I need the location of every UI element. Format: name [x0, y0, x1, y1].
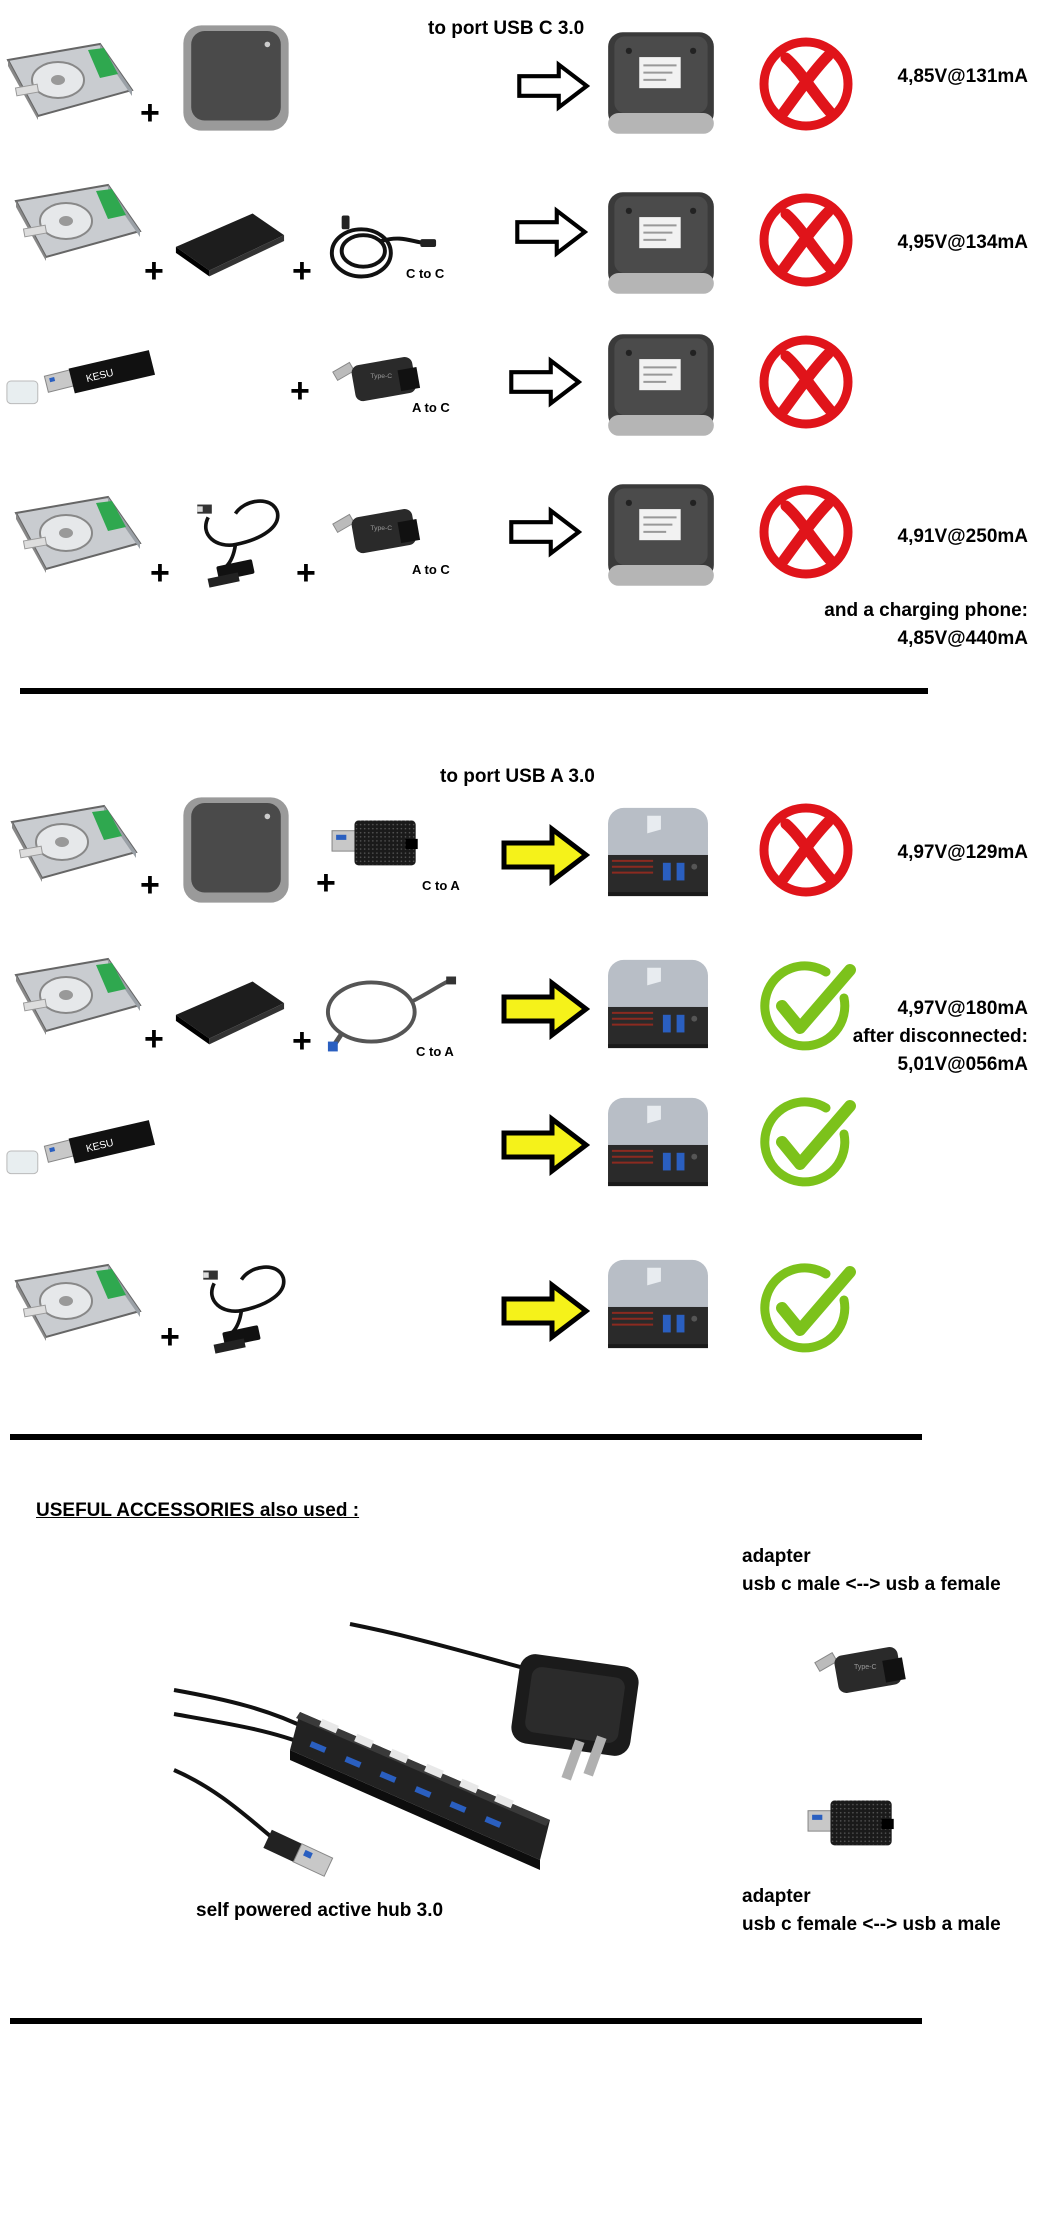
hdd-icon — [8, 1256, 148, 1346]
adapter-icon — [330, 810, 432, 882]
cross-icon — [756, 332, 856, 432]
plus-sign: + — [150, 554, 170, 592]
section-divider — [10, 2018, 922, 2024]
adapter1-line2: usb c male <--> usb a female — [742, 1574, 1001, 1595]
hub-icon — [173, 1622, 639, 1877]
plus-sign: + — [144, 252, 164, 290]
hdd-icon — [0, 30, 140, 130]
section-a-header: to port USB A 3.0 — [440, 766, 595, 787]
minipc-icon — [604, 328, 718, 442]
adapter-icon — [814, 1636, 914, 1708]
adapter-label-a1: C to A — [422, 878, 460, 893]
measurement-a1: 4,97V@129mA — [897, 842, 1029, 863]
enclosure-icon — [170, 206, 288, 278]
sata-cable-icon — [190, 490, 290, 590]
minipc-icon — [604, 478, 718, 592]
measurement-a2: 4,97V@180mA — [897, 998, 1029, 1019]
section-divider — [10, 1434, 922, 1440]
arrow-icon — [516, 58, 590, 114]
plus-sign: + — [140, 94, 160, 132]
hdd-icon — [4, 792, 144, 892]
measurement-c4: 4,91V@250mA — [897, 526, 1029, 547]
adapter-label-c4: A to C — [412, 562, 450, 577]
arrow-icon — [500, 1112, 590, 1178]
note-c4-line2: 4,85V@440mA — [897, 628, 1029, 649]
measurement-c2: 4,95V@134mA — [897, 232, 1029, 253]
adapter-label-c3: A to C — [412, 400, 450, 415]
arrow-icon — [508, 504, 582, 560]
note-a2-line1: after disconnected: — [852, 1026, 1028, 1047]
adapter2-line1: adapter — [742, 1886, 811, 1907]
usb-stick-icon — [4, 346, 160, 418]
hdd-icon — [8, 176, 148, 266]
arrow-icon — [508, 354, 582, 410]
accessories-title: USEFUL ACCESSORIES also used : — [36, 1500, 360, 1521]
section-c-header: to port USB C 3.0 — [428, 18, 585, 39]
check-icon — [756, 956, 856, 1056]
minipc-icon — [604, 956, 712, 1054]
sata-cable-icon — [196, 1256, 296, 1356]
plus-sign: + — [160, 1318, 180, 1356]
adapter-icon — [806, 1790, 908, 1862]
minipc-icon — [604, 26, 718, 140]
plus-sign: + — [290, 372, 310, 410]
cross-icon — [756, 34, 856, 134]
cable-label-c2: C to C — [406, 266, 445, 281]
plus-sign: + — [292, 1022, 312, 1060]
enclosure-icon — [170, 974, 288, 1046]
adapter-icon — [332, 498, 428, 568]
adapter2-line2: usb c female <--> usb a male — [742, 1914, 1001, 1935]
plus-sign: + — [140, 866, 160, 904]
cross-icon — [756, 800, 856, 900]
minipc-icon — [604, 1094, 712, 1192]
usb-stick-icon — [4, 1116, 160, 1188]
check-icon — [756, 1092, 856, 1192]
note-a2-line2: 5,01V@056mA — [897, 1054, 1029, 1075]
minipc-icon — [604, 804, 712, 902]
section-divider — [20, 688, 928, 694]
check-icon — [756, 1258, 856, 1358]
cable-label-a2: C to A — [416, 1044, 454, 1059]
enclosure-icon — [172, 794, 300, 906]
minipc-icon — [604, 1256, 712, 1354]
hdd-icon — [8, 488, 148, 578]
minipc-icon — [604, 186, 718, 300]
plus-sign: + — [292, 252, 312, 290]
arrow-icon — [500, 976, 590, 1042]
cross-icon — [756, 482, 856, 582]
note-c4-line1: and a charging phone: — [824, 600, 1028, 621]
cable-icon — [322, 970, 460, 1054]
hub-caption: self powered active hub 3.0 — [196, 1900, 444, 1921]
adapter1-line1: adapter — [742, 1546, 811, 1567]
hdd-icon — [8, 950, 148, 1040]
arrow-icon — [500, 822, 590, 888]
arrow-icon — [514, 204, 588, 260]
measurement-c1: 4,85V@131mA — [897, 66, 1029, 87]
plus-sign: + — [296, 554, 316, 592]
plus-sign: + — [144, 1020, 164, 1058]
enclosure-icon — [172, 22, 300, 134]
arrow-icon — [500, 1278, 590, 1344]
plus-sign: + — [316, 864, 336, 902]
cross-icon — [756, 190, 856, 290]
